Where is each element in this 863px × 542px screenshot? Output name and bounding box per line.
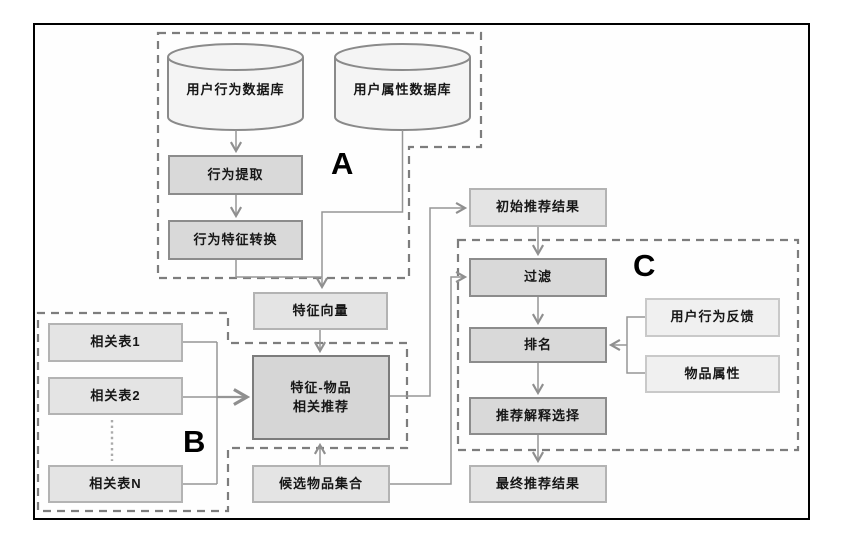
node-behavior-extraction: 行为提取 [168, 155, 303, 195]
edge-engine-to-initialresult [390, 201, 468, 397]
edge-candidates-to-filter [390, 270, 468, 485]
node-feature-item-recommendation-line1: 特征-物品 [290, 379, 352, 395]
edge-attributedb-to-featurevector [315, 130, 404, 290]
node-related-table-2: 相关表2 [48, 377, 183, 415]
node-candidate-item-set: 候选物品集合 [252, 465, 390, 503]
node-ranking: 排名 [469, 327, 607, 363]
node-feature-vector: 特征向量 [253, 292, 388, 330]
node-behavior-feature-conversion: 行为特征转换 [168, 220, 303, 260]
node-item-attribute: 物品属性 [645, 355, 780, 393]
edge-feedback-bracket [626, 316, 645, 374]
node-user-behavior-db: 用户行为数据库 [186, 81, 285, 97]
group-b-outline [36, 311, 409, 513]
database-cylinder-user-attribute [334, 43, 471, 131]
node-initial-recommendation-result: 初始推荐结果 [469, 188, 607, 227]
node-related-table-n: 相关表N [48, 465, 183, 503]
node-final-recommendation-result: 最终推荐结果 [469, 465, 607, 503]
node-feature-item-recommendation-line2: 相关推荐 [292, 398, 349, 414]
database-cylinder-user-behavior [167, 43, 304, 131]
group-c-outline [456, 238, 800, 452]
group-a-label: A [331, 146, 354, 181]
node-filter: 过滤 [469, 258, 607, 297]
node-user-attribute-db: 用户属性数据库 [353, 81, 452, 97]
node-feature-item-recommendation: 特征-物品 相关推荐 [252, 355, 390, 440]
group-a-outline [156, 31, 483, 280]
group-b-label: B [183, 424, 206, 459]
node-related-table-1: 相关表1 [48, 323, 183, 362]
node-user-behavior-feedback: 用户行为反馈 [645, 298, 780, 337]
edge-conversion-to-featurevector [235, 260, 322, 278]
node-recommendation-explanation-selection: 推荐解释选择 [469, 397, 607, 435]
group-c-label: C [633, 248, 656, 283]
